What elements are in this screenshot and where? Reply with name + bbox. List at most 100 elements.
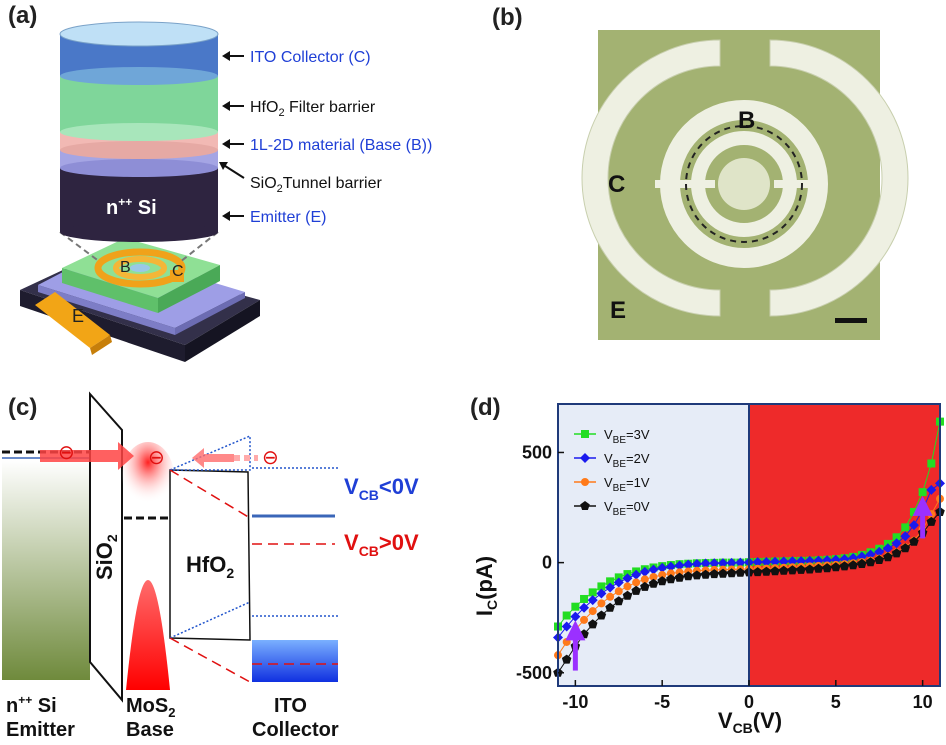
data-point [927,459,936,468]
data-point [726,568,737,578]
panel-a: E B C n++ Si ITO Colle [0,0,480,390]
data-point [605,582,616,593]
data-point [588,607,597,616]
legend-label-1: VBE=2V [604,451,650,470]
data-point [700,569,711,579]
hfo2-band-label: HfO2 [186,552,234,581]
si-layer [60,168,218,232]
electron-symbol-emitter: ⊖ [58,442,75,464]
x-axis-label: VCB(V) [718,708,782,736]
data-point [839,561,850,571]
device-label-e: E [72,306,84,326]
label-ito-collector: ITO Collector (C) [250,49,371,66]
chart-annotations [565,495,933,671]
micrograph-letter-b: B [738,107,755,134]
micrograph-letter-e: E [610,297,626,324]
data-point [596,610,607,620]
data-point [588,588,597,597]
data-point [908,520,919,531]
x-tick-label: 10 [913,692,933,712]
vcb-positive-label: VCB>0V [344,530,419,559]
emitter-electrode [35,292,110,348]
base-ring [113,256,167,280]
data-point [892,533,901,542]
data-point [874,546,885,557]
device-label-b: B [120,259,131,276]
data-point [717,558,728,569]
legend-marker-1 [580,453,590,463]
hfo2-layer-edge [62,268,158,313]
legend-marker-3 [580,501,590,510]
data-point [692,570,702,580]
device-label-c: C [172,263,184,280]
data-point [909,536,919,546]
data-point [856,551,867,562]
sio2-barrier [89,391,123,703]
data-point [666,574,676,584]
y-tick-label: 0 [542,553,552,573]
dashed-circle-2d-material [685,125,803,243]
sio2-layer-side [175,292,245,335]
bottom-label-collector-line2: Collector [252,719,339,740]
data-point [571,602,580,611]
data-point [891,538,902,549]
device-stack-illustration: E B C n++ Si ITO Colle [20,21,432,362]
data-point [882,543,893,554]
data-point [865,557,876,567]
data-point [665,561,676,572]
data-point [570,611,581,622]
arrow-hfo-head [222,101,230,111]
data-point [779,565,789,575]
data-point [848,560,858,570]
x-tick-label: 0 [744,692,754,712]
micrograph: B C E [581,30,909,340]
data-point [606,577,615,586]
data-point [649,572,658,581]
data-point [883,552,893,562]
hfo2-cyl-rim [60,123,218,141]
data-point [752,557,763,568]
legend-marker-2 [581,478,589,486]
arrow-ito-head [222,51,230,61]
mos2-electron-glow [122,442,174,510]
data-point [648,578,659,588]
data-point [657,562,668,573]
collector-ring [94,248,186,288]
data-point [579,602,590,613]
electron-symbol-base: ⊖ [148,447,165,469]
data-point [639,566,650,577]
bottom-label-emitter-line2: Emitter [6,719,75,740]
chart-series [553,417,945,677]
data-point [562,611,571,620]
data-point [813,563,824,573]
data-point [631,569,642,580]
base-center [130,264,150,272]
data-point [900,543,910,553]
data-point [874,555,884,564]
data-point [909,507,918,516]
si-label: n++ Si [106,195,157,219]
hfo2-layer-side [158,265,220,313]
right-bridge [774,180,824,188]
data-point [597,582,606,591]
data-point [683,571,693,581]
data-point [587,595,598,606]
legend-label-3: VBE=0V [604,499,650,518]
data-point [865,549,876,560]
band-diagram: SiO2 HfO2 ⊖ ⊖ ⊖ VCB<0V VCB>0V n++ Si Emi… [2,391,419,741]
data-point [926,516,937,526]
data-point [666,569,675,578]
collector-outer-arc-left [581,39,721,317]
data-point [918,488,927,497]
data-point [613,577,624,588]
data-point [926,484,937,495]
ito-cyl-top [59,21,219,47]
hfo2-positive-bias-bottom [169,637,251,683]
data-point [770,556,781,567]
data-point [606,592,615,601]
data-point [631,585,641,595]
data-point [891,548,902,558]
y-tick-label: 500 [522,442,552,462]
data-point [718,568,728,578]
